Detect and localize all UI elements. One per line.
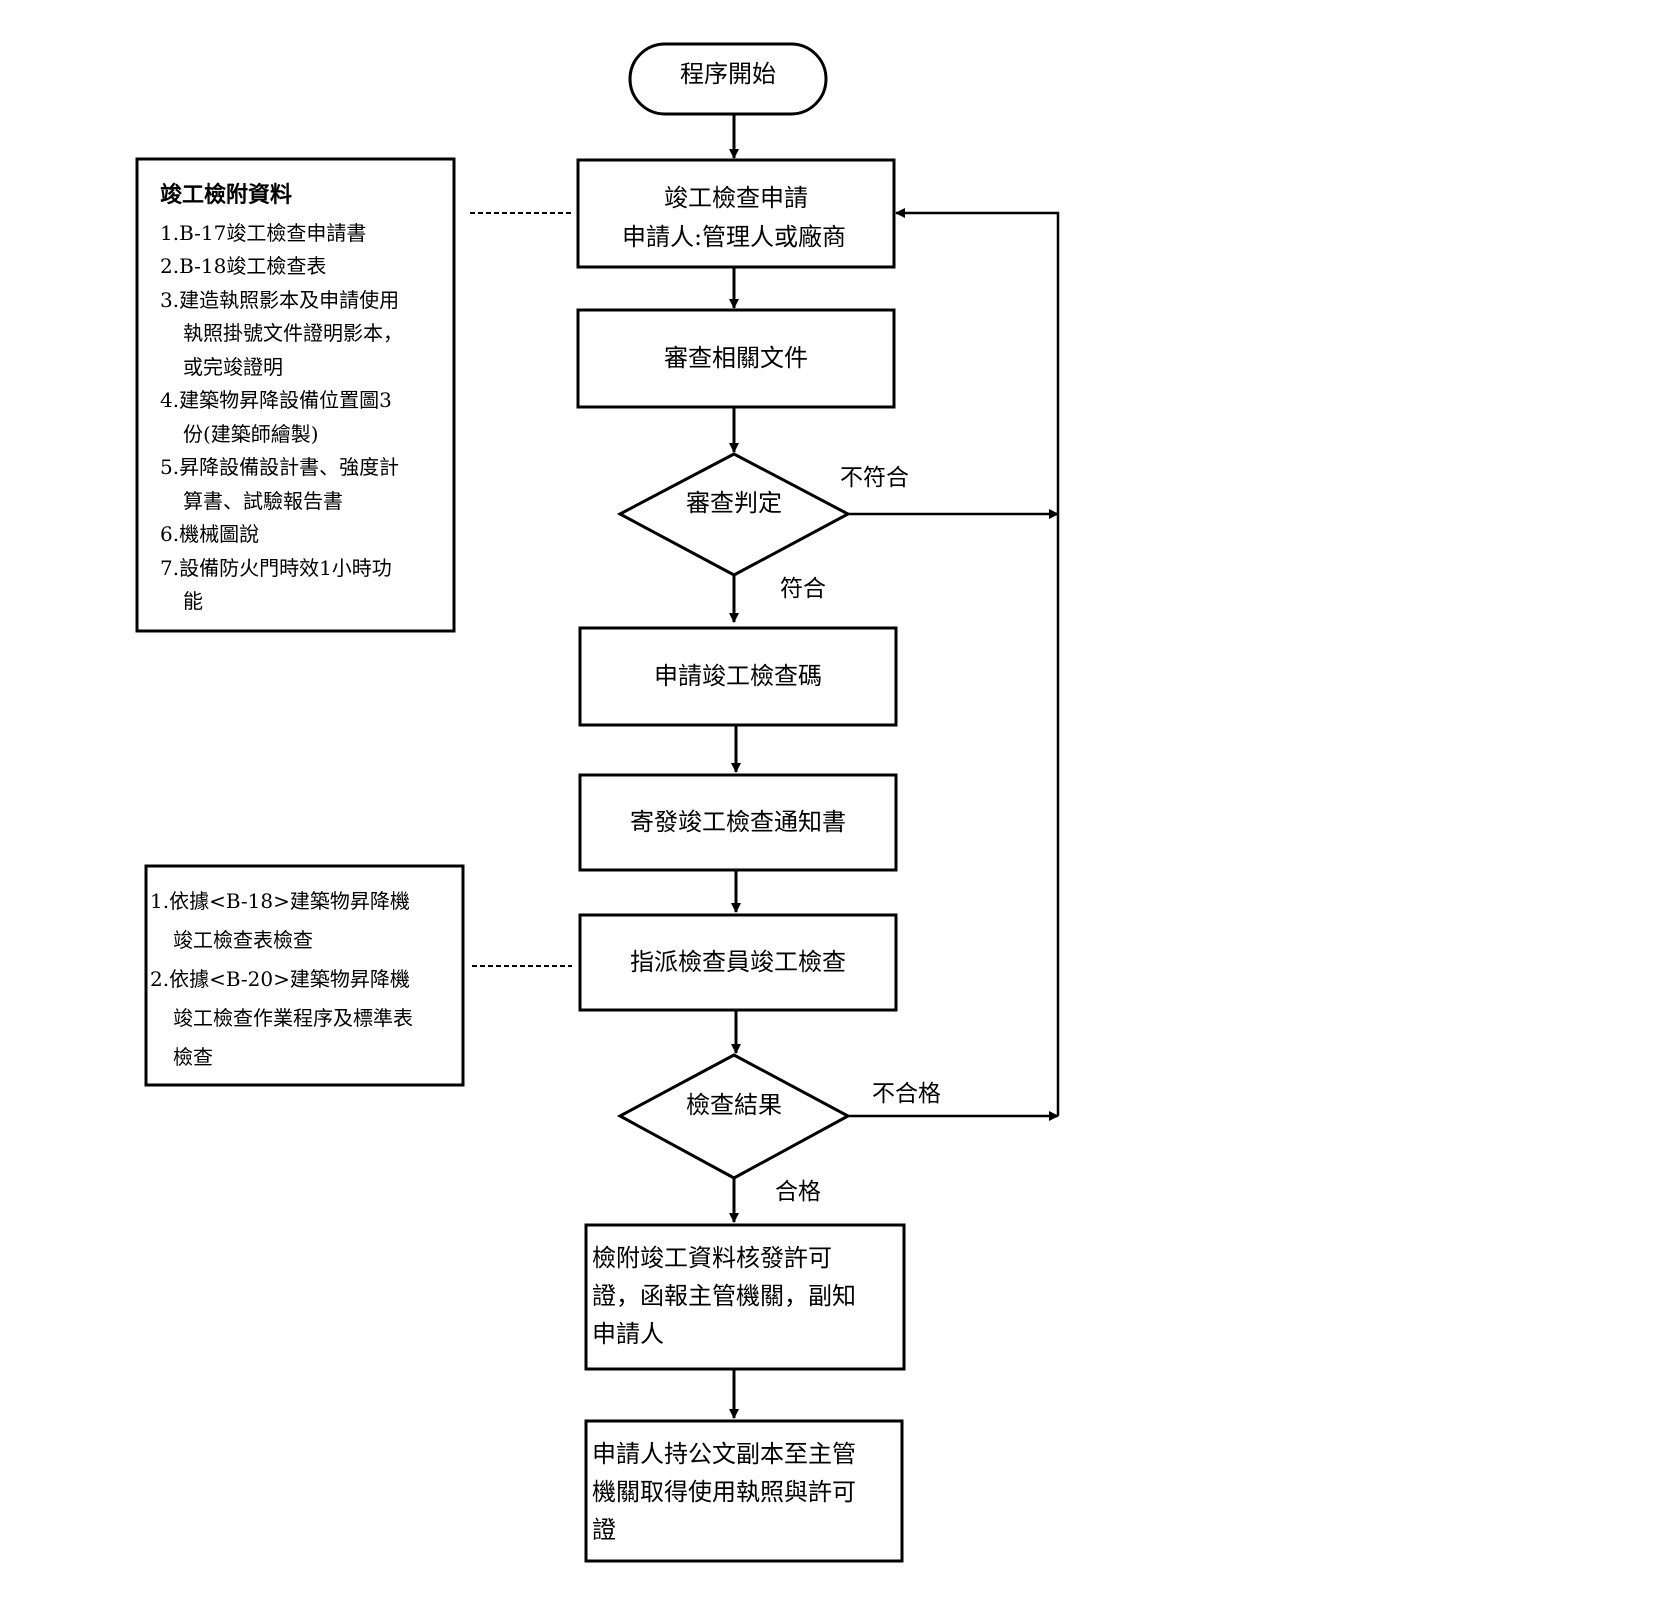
issue-permit-line: 申請人	[592, 1320, 664, 1348]
inspection-basis-line: 2.依據<B-20>建築物昇降機	[150, 967, 410, 991]
apply-applicant: 申請人:管理人或廠商	[622, 223, 846, 251]
attachment-line: 7.設備防火門時效1小時功	[160, 556, 392, 580]
attachments-note-box: 竣工檢附資料 1.B-17竣工檢查申請書 2.B-18竣工檢查表 3.建造執照影…	[135, 157, 456, 633]
attachments-title: 竣工檢附資料	[160, 182, 292, 208]
start-terminal: 程序開始	[628, 42, 828, 116]
attachment-line: 能	[183, 589, 203, 613]
inspect-fail-label: 不合格	[872, 1081, 941, 1107]
assign-inspector-label: 指派檢查員竣工檢查	[630, 948, 846, 976]
attachment-line: 4.建築物昇降設備位置圖3	[160, 388, 392, 412]
attachment-line: 2.B-18竣工檢查表	[160, 254, 326, 278]
inspection-basis-note-box: 1.依據<B-18>建築物昇降機 竣工檢查表檢查 2.依據<B-20>建築物昇降…	[144, 864, 465, 1087]
review-fail-label: 不符合	[840, 465, 909, 491]
attachment-line: 份(建築師繪製)	[183, 422, 319, 446]
issue-permit-line: 證，函報主管機關，副知	[592, 1282, 856, 1310]
attachment-line: 執照掛號文件證明影本，	[183, 321, 403, 345]
send-notice-box: 寄發竣工檢查通知書	[578, 773, 898, 872]
obtain-license-line: 機關取得使用執照與許可	[592, 1478, 856, 1506]
issue-permit-line: 檢附竣工資料核發許可	[592, 1244, 832, 1272]
attachment-line: 算書、試驗報告書	[183, 489, 343, 513]
inspect-pass-label: 合格	[775, 1179, 821, 1205]
start-label: 程序開始	[680, 60, 776, 88]
assign-inspector-box: 指派檢查員竣工檢查	[578, 913, 898, 1012]
inspection-basis-line: 竣工檢查表檢查	[173, 928, 313, 952]
apply-code-label: 申請竣工檢查碼	[654, 662, 822, 690]
review-docs-label: 審查相關文件	[664, 344, 808, 372]
review-decision-diamond: 審查判定	[616, 452, 852, 577]
inspection-basis-line: 1.依據<B-18>建築物昇降機	[150, 889, 410, 913]
review-decision-label: 審查判定	[686, 489, 782, 517]
inspection-basis-line: 竣工檢查作業程序及標準表	[173, 1006, 413, 1030]
obtain-license-line: 證	[592, 1516, 616, 1544]
obtain-license-line: 申請人持公文副本至主管	[592, 1440, 856, 1468]
attachment-line: 6.機械圖說	[160, 522, 259, 546]
attachment-line: 或完竣證明	[183, 355, 283, 379]
inspection-basis-line: 檢查	[173, 1045, 213, 1069]
issue-permit-box: 檢附竣工資料核發許可 證，函報主管機關，副知 申請人	[584, 1223, 906, 1371]
inspect-result-label: 檢查結果	[686, 1091, 782, 1119]
review-pass-label: 符合	[780, 576, 826, 602]
send-notice-label: 寄發竣工檢查通知書	[630, 808, 846, 836]
apply-title: 竣工檢查申請	[664, 184, 808, 212]
inspect-result-diamond: 檢查結果	[616, 1053, 852, 1180]
apply-box: 竣工檢查申請 申請人:管理人或廠商	[576, 158, 896, 269]
attachment-line: 1.B-17竣工檢查申請書	[160, 221, 366, 245]
obtain-license-box: 申請人持公文副本至主管 機關取得使用執照與許可 證	[584, 1419, 904, 1563]
review-docs-box: 審查相關文件	[576, 308, 896, 409]
return-loop-connector	[895, 208, 1060, 1116]
attachment-line: 5.昇降設備設計書、強度計	[160, 455, 399, 479]
attachment-line: 3.建造執照影本及申請使用	[160, 288, 399, 312]
apply-code-box: 申請竣工檢查碼	[578, 626, 898, 727]
